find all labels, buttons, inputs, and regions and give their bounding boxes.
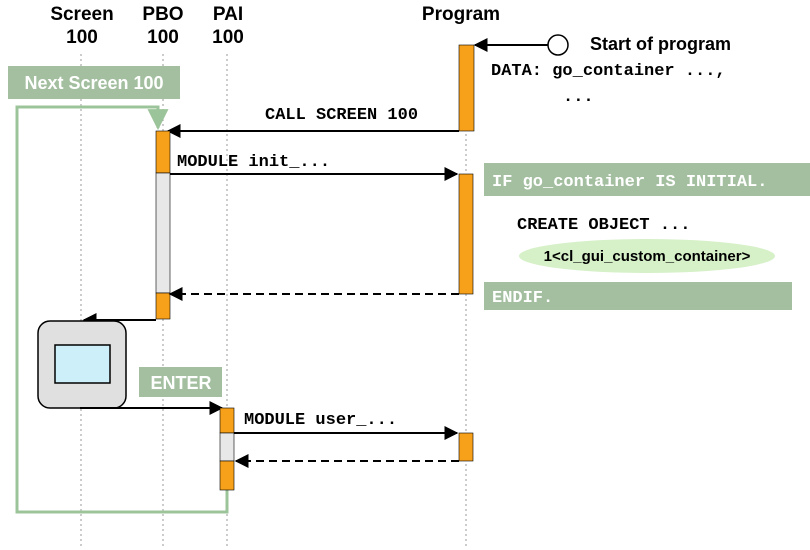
object-instance-label: 1<cl_gui_custom_container> [544,248,751,265]
enter-label: ENTER [150,373,211,393]
header-pai-number: 100 [212,27,244,48]
enter-box [139,367,222,397]
header-pbo-number: 100 [147,27,179,48]
header-program: Program [422,4,500,25]
header-pbo: PBO [142,4,183,25]
if-initial-box [484,163,810,196]
header-screen-number: 100 [66,27,98,48]
header-screen: Screen [50,4,113,25]
data-declaration: DATA: go_container ..., [491,62,726,81]
module-user-label: MODULE user_... [244,411,397,430]
next-screen-label: Next Screen 100 [24,73,163,93]
pai-activation-bottom [219,460,235,491]
program-activation-main [458,44,475,132]
pbo-activation-wait [155,172,171,294]
next-screen-box [8,66,180,99]
start-circle [547,34,569,56]
call-screen-label: CALL SCREEN 100 [265,106,418,125]
program-activation-user [458,432,474,462]
module-init-label: MODULE init_... [177,153,330,172]
pbo-activation-top [155,130,171,174]
endif-box [484,282,792,310]
pbo-activation-bottom [155,292,171,320]
create-object-label: CREATE OBJECT ... [517,216,690,235]
pai-activation-wait [219,432,235,462]
next-screen-loop [15,105,229,514]
data-declaration-continued: ... [563,88,594,107]
object-instance-ellipse [519,239,775,273]
screen-window-display [54,344,111,384]
pai-activation-top [219,407,235,434]
endif-label: ENDIF. [492,289,553,308]
program-activation-init [458,173,474,295]
start-label: Start of program [590,34,731,54]
if-initial-label: IF go_container IS INITIAL. [492,173,767,192]
header-pai: PAI [213,4,243,25]
